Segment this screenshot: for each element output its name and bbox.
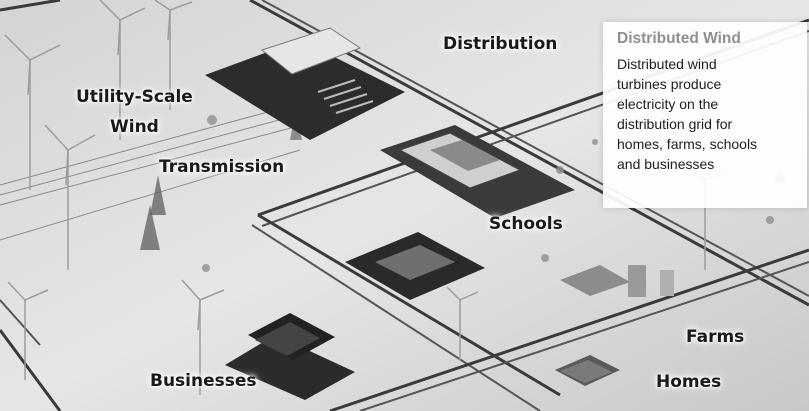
callout-line: and businesses — [617, 154, 797, 174]
callout-body: Distributed wind turbines produce electr… — [617, 54, 797, 174]
callout-line: turbines produce — [617, 74, 797, 94]
utility-scale-label-line2: Wind — [76, 112, 193, 142]
distribution-label: Distribution — [443, 35, 557, 55]
transmission-label: Transmission — [159, 158, 284, 178]
farms-label: Farms — [686, 328, 744, 348]
utility-scale-wind-label: Utility-Scale Wind — [76, 82, 193, 142]
distributed-wind-callout: Distributed Wind Distributed wind turbin… — [603, 22, 807, 208]
callout-line: Distributed wind — [617, 54, 797, 74]
callout-line: homes, farms, schools — [617, 134, 797, 154]
callout-line: electricity on the — [617, 94, 797, 114]
schools-label: Schools — [489, 215, 563, 235]
businesses-label: Businesses — [150, 372, 257, 392]
callout-title: Distributed Wind — [617, 30, 797, 48]
utility-scale-label-line1: Utility-Scale — [76, 82, 193, 112]
homes-label: Homes — [656, 373, 721, 393]
callout-line: distribution grid for — [617, 114, 797, 134]
